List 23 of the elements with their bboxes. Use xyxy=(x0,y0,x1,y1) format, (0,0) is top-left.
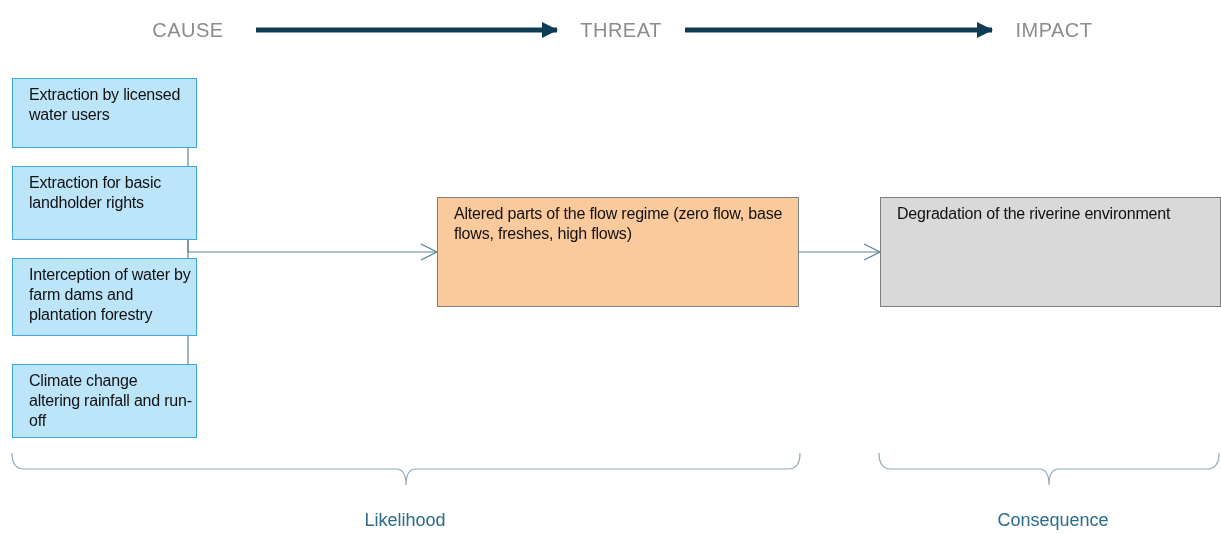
arrow xyxy=(187,239,438,261)
arrow xyxy=(685,22,993,38)
stage-heading: IMPACT xyxy=(1015,18,1093,42)
bracket-label: Likelihood xyxy=(364,510,446,531)
stage-heading: CAUSE xyxy=(152,18,224,42)
box-text: Altered parts of the flow regime (zero flow, base flows, freshes, high flows) xyxy=(454,205,783,242)
stage-heading: THREAT xyxy=(580,18,662,42)
box-text: Interception of water by farm dams and plantation forestry xyxy=(29,266,191,323)
box-text: Extraction for basic landholder rights xyxy=(29,174,162,211)
arrow xyxy=(798,243,881,261)
connector-line xyxy=(187,147,189,167)
process-box xyxy=(12,364,197,438)
arrow xyxy=(256,22,558,38)
process-box xyxy=(12,166,197,240)
box-text: Climate change altering rainfall and run-off xyxy=(29,372,192,429)
connector-line xyxy=(187,335,189,365)
process-box xyxy=(880,197,1221,307)
process-box xyxy=(12,78,197,148)
process-box xyxy=(12,258,197,336)
process-box xyxy=(437,197,799,307)
box-text: Degradation of the riverine environment xyxy=(897,205,1171,222)
box-text: Extraction by licensed water users xyxy=(29,86,181,123)
bracket-label: Consequence xyxy=(997,510,1109,531)
